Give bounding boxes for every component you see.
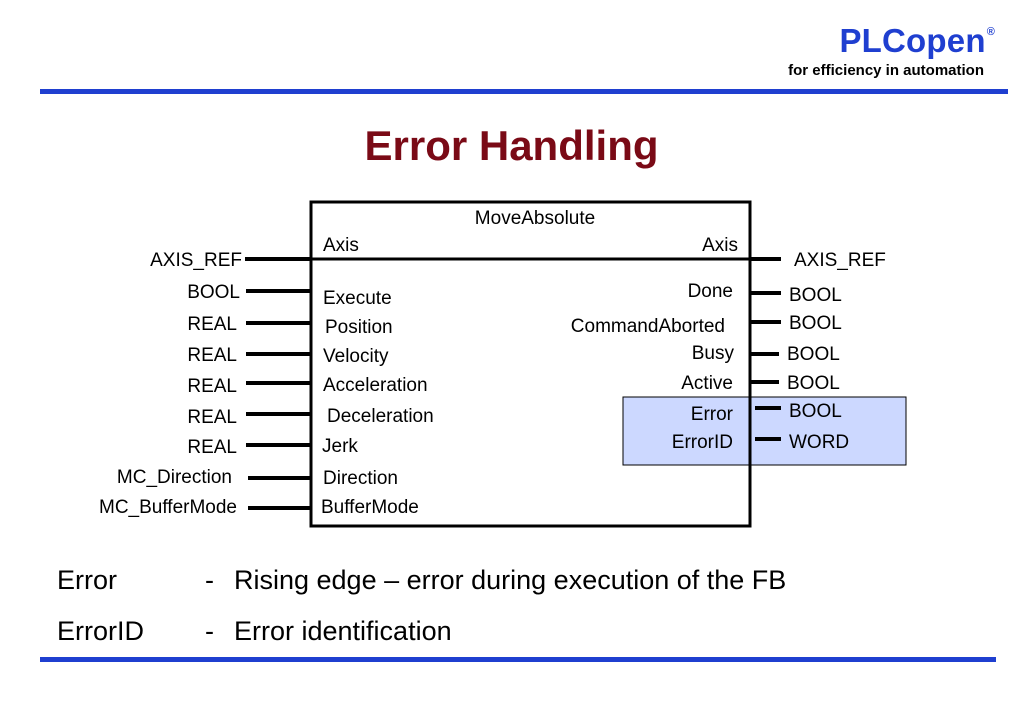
footnote-term: ErrorID xyxy=(57,616,144,646)
error-output-pin: Error BOOL xyxy=(691,401,842,425)
axis-output-type: AXIS_REF xyxy=(794,250,886,271)
output-name: CommandAborted xyxy=(571,316,725,337)
output-name: Error xyxy=(691,404,734,425)
input-name: Direction xyxy=(323,468,398,489)
output-type: BOOL xyxy=(787,344,840,365)
function-block-name: MoveAbsolute xyxy=(475,208,595,229)
input-name: Velocity xyxy=(323,346,389,367)
output-name: Done xyxy=(688,281,733,302)
input-type: REAL xyxy=(187,407,237,428)
axis-input-label: Axis xyxy=(323,235,359,256)
footnote-dash: - xyxy=(205,565,214,595)
footnote-description: Rising edge – error during execution of … xyxy=(234,565,787,595)
input-type: BOOL xyxy=(187,282,240,303)
axis-input-type: AXIS_REF xyxy=(150,250,242,271)
input-type: REAL xyxy=(187,314,237,335)
input-type: MC_BufferMode xyxy=(99,497,237,518)
output-type: BOOL xyxy=(789,313,842,334)
input-name: Position xyxy=(325,317,393,338)
footnote-dash: - xyxy=(205,616,214,646)
output-pin: Done BOOL xyxy=(688,281,842,306)
output-type: BOOL xyxy=(787,373,840,394)
output-name: ErrorID xyxy=(672,432,733,453)
input-name: Execute xyxy=(323,288,392,309)
header-divider xyxy=(40,89,1008,94)
plcopen-logo: PLCopen® xyxy=(839,22,995,60)
input-pin: MC_BufferMode BufferMode xyxy=(99,497,419,518)
input-name: Acceleration xyxy=(323,375,428,396)
input-pin: REAL Position xyxy=(187,314,392,338)
input-pin: MC_Direction Direction xyxy=(117,467,398,489)
output-pin: Active BOOL xyxy=(681,373,840,394)
input-pin: REAL Velocity xyxy=(187,345,389,367)
output-type: BOOL xyxy=(789,285,842,306)
input-pin: REAL Acceleration xyxy=(187,375,427,397)
footnote-term: Error xyxy=(57,565,117,595)
slide-title: Error Handling xyxy=(364,122,659,169)
output-pin: Busy BOOL xyxy=(692,343,840,365)
input-type: REAL xyxy=(187,376,237,397)
input-type: REAL xyxy=(187,437,237,458)
input-pin: REAL Jerk xyxy=(187,436,358,458)
input-name: BufferMode xyxy=(321,497,419,518)
function-block-box xyxy=(309,200,752,528)
input-pin: REAL Deceleration xyxy=(187,406,433,428)
footnote-description: Error identification xyxy=(234,616,452,646)
output-type: WORD xyxy=(789,432,849,453)
registered-mark: ® xyxy=(986,26,995,38)
logo-brand-text: PLCopen xyxy=(839,22,986,59)
input-type: REAL xyxy=(187,345,237,366)
errorid-output-pin: ErrorID WORD xyxy=(672,432,849,453)
footer-divider xyxy=(40,657,996,662)
output-type: BOOL xyxy=(789,401,842,422)
input-name: Jerk xyxy=(322,436,358,457)
output-name: Active xyxy=(681,373,733,394)
output-pin: CommandAborted BOOL xyxy=(571,313,842,337)
input-name: Deceleration xyxy=(327,406,434,427)
axis-output-label: Axis xyxy=(702,235,738,256)
logo-tagline: for efficiency in automation xyxy=(788,62,984,79)
output-name: Busy xyxy=(692,343,735,364)
input-type: MC_Direction xyxy=(117,467,232,488)
input-pin: BOOL Execute xyxy=(187,282,391,309)
